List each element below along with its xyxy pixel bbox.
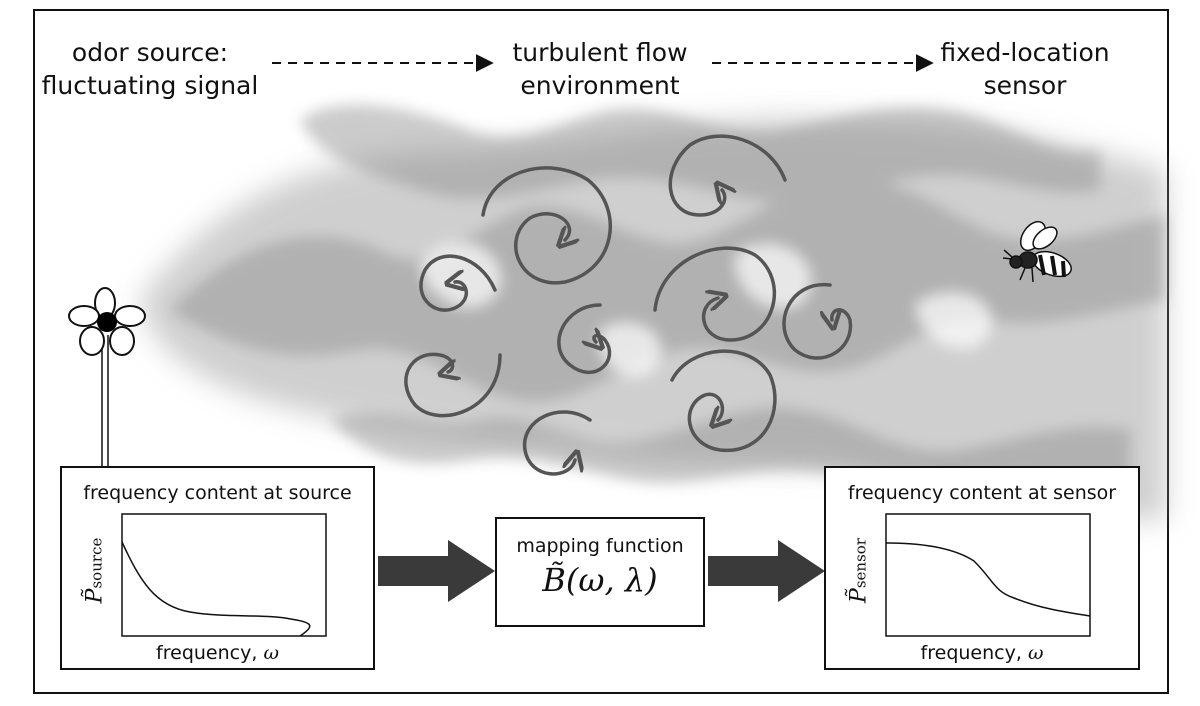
thick-arrow-to-sensor <box>708 540 825 602</box>
flow-label-line1: turbulent flow <box>512 38 688 67</box>
sensor-spectrum-curve <box>885 542 1091 617</box>
source-ylabel-symbol: P̃ <box>82 588 108 604</box>
source-plot-axes <box>121 513 327 637</box>
source-spectrum-panel: frequency content at source P̃source fre… <box>60 466 375 670</box>
source-xlabel: frequency, ω <box>62 642 373 664</box>
sensor-spectrum-plot <box>885 513 1091 637</box>
thick-arrow-to-mapping <box>378 540 495 602</box>
sensor-label: fixed-location sensor <box>915 36 1135 102</box>
sensor-panel-title: frequency content at sensor <box>847 482 1117 504</box>
bee-icon <box>1002 220 1072 283</box>
sensor-label-line2: sensor <box>983 71 1067 100</box>
vortex-swirl <box>522 410 592 476</box>
vortex-swirl <box>481 166 612 285</box>
sensor-ylabel-symbol: P̃ <box>846 588 872 603</box>
vortex-swirl <box>670 349 777 452</box>
vortex-swirl <box>404 352 502 418</box>
vortex-swirl <box>782 283 853 360</box>
vortex-swirl <box>557 303 612 374</box>
mapping-function-formula: B̃(ω, λ) <box>542 561 658 599</box>
vortex-swirls <box>404 134 853 476</box>
sensor-plot-axes <box>885 513 1091 637</box>
source-spectrum-plot <box>121 513 327 637</box>
flow-label: turbulent flow environment <box>490 36 710 102</box>
source-ylabel-sub: source <box>87 537 106 589</box>
vortex-swirl <box>653 246 777 342</box>
sensor-spectrum-panel: frequency content at sensor P̃sensor fre… <box>824 466 1140 670</box>
source-label: odor source: fluctuating signal <box>30 36 270 102</box>
mapping-function-box: mapping function B̃(ω, λ) <box>495 517 705 627</box>
source-label-line2: fluctuating signal <box>41 71 259 100</box>
source-panel-title: frequency content at source <box>83 482 352 504</box>
flower-icon <box>68 287 146 468</box>
sensor-ylabel: P̃sensor <box>847 526 872 616</box>
sensor-xlabel-symbol: ω <box>1027 642 1044 664</box>
sensor-label-line1: fixed-location <box>940 38 1110 67</box>
source-xlabel-symbol: ω <box>263 642 279 664</box>
source-spectrum-curve <box>121 541 311 637</box>
mapping-function-title: mapping function <box>516 535 684 557</box>
flow-label-line2: environment <box>520 71 680 100</box>
source-xlabel-text: frequency, <box>156 642 258 664</box>
vortex-swirl <box>419 254 497 312</box>
sensor-xlabel-text: frequency, <box>920 642 1022 664</box>
sensor-xlabel: frequency, ω <box>826 642 1138 664</box>
sensor-ylabel-sub: sensor <box>851 538 870 589</box>
source-label-line1: odor source: <box>71 38 229 67</box>
source-ylabel: P̃source <box>83 526 108 616</box>
vortex-swirl <box>668 134 787 217</box>
